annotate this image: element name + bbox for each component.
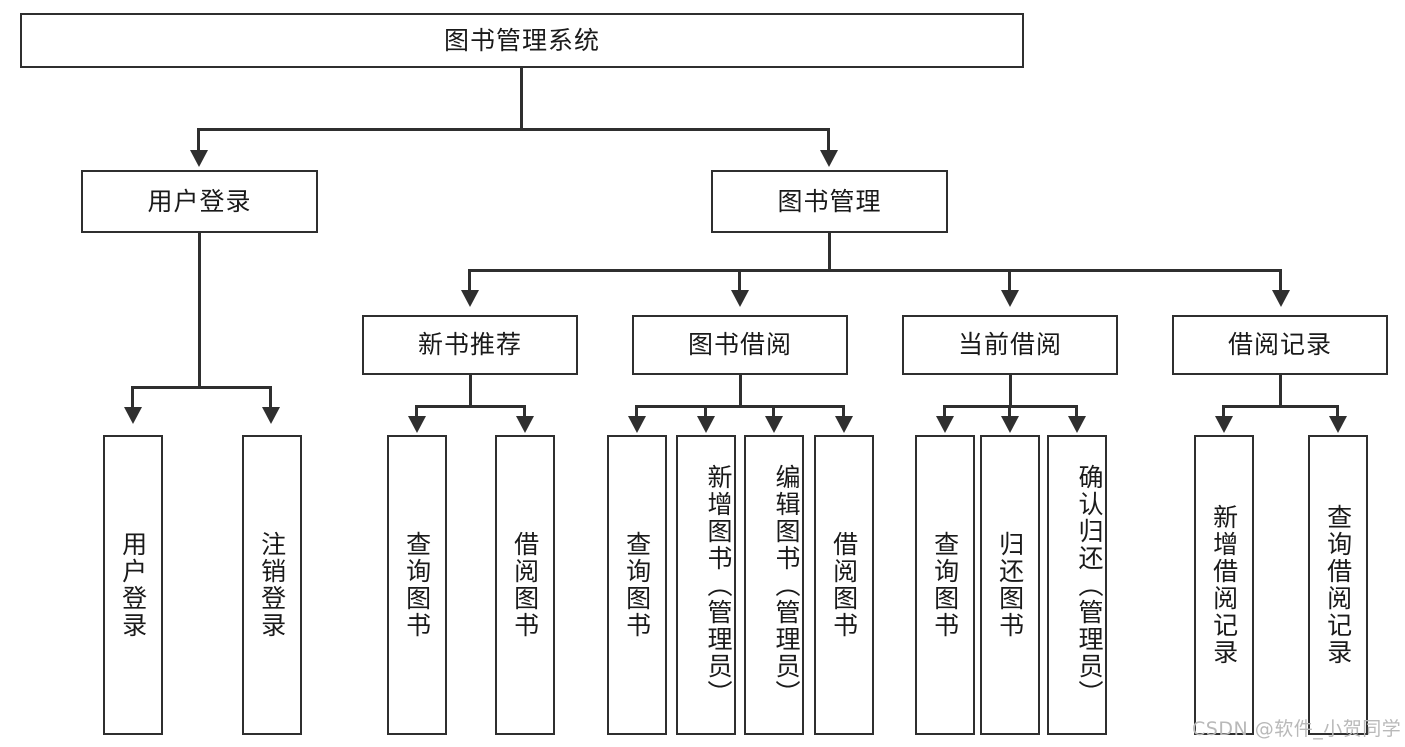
connector-book-manage-bus xyxy=(468,269,1282,272)
leaf-nbr-query-book[interactable]: 查询图书 xyxy=(387,435,447,735)
connector-nbr-drop-2 xyxy=(523,405,526,419)
leaf-br-add-record[interactable]: 新增借阅记录 xyxy=(1194,435,1254,735)
connector-cb-drop-3 xyxy=(1075,405,1078,419)
arrowhead-br-add-record xyxy=(1215,416,1233,433)
connector-book-manage-stem xyxy=(828,233,831,271)
connector-root-to-user-login xyxy=(197,128,200,153)
arrowhead-leaf-logout xyxy=(262,407,280,424)
connector-user-login-drop-2 xyxy=(269,386,272,409)
connector-root-bus xyxy=(197,128,830,131)
leaf-cb-return-book[interactable]: 归还图书 xyxy=(980,435,1040,735)
leaf-bb-query-book[interactable]: 查询图书 xyxy=(607,435,667,735)
node-label: 当前借阅 xyxy=(957,330,1062,359)
leaf-label: 查询图书 xyxy=(622,531,652,639)
arrowhead-bb-add-book xyxy=(697,416,715,433)
watermark-text: CSDN @软件_小贺同学 xyxy=(1192,718,1402,740)
connector-bb-bus xyxy=(635,405,845,408)
node-new-book-recommend[interactable]: 新书推荐 xyxy=(362,315,578,375)
leaf-label: 查询图书 xyxy=(402,531,432,639)
node-current-borrow[interactable]: 当前借阅 xyxy=(902,315,1118,375)
arrowhead-cb-query-book xyxy=(936,416,954,433)
node-label: 图书管理系统 xyxy=(443,25,600,55)
arrowhead-current-borrow xyxy=(1001,290,1019,307)
leaf-label: 借阅图书 xyxy=(510,531,540,639)
leaf-bb-edit-book[interactable]: 编辑图书（管理员） xyxy=(744,435,804,735)
connector-br-drop-1 xyxy=(1222,405,1225,419)
connector-nbr-stem xyxy=(469,375,472,407)
node-book-manage[interactable]: 图书管理 xyxy=(711,170,948,233)
connector-br-bus xyxy=(1222,405,1339,408)
arrowhead-bb-query-book xyxy=(628,416,646,433)
connector-cb-drop-2 xyxy=(1008,405,1011,419)
leaf-label: 确认归还（管理员） xyxy=(1075,463,1104,707)
leaf-label: 编辑图书（管理员） xyxy=(772,463,801,707)
leaf-bb-add-book[interactable]: 新增图书（管理员） xyxy=(676,435,736,735)
node-label: 图书借阅 xyxy=(687,330,792,359)
arrowhead-nbr-borrow-book xyxy=(516,416,534,433)
leaf-user-login[interactable]: 用户登录 xyxy=(103,435,163,735)
node-borrow-record[interactable]: 借阅记录 xyxy=(1172,315,1388,375)
leaf-label: 查询借阅记录 xyxy=(1323,504,1353,666)
arrowhead-nbr-query-book xyxy=(408,416,426,433)
connector-bm-drop-2 xyxy=(738,269,741,292)
connector-bb-drop-2 xyxy=(704,405,707,419)
arrowhead-book-manage xyxy=(820,150,838,167)
arrowhead-book-borrow xyxy=(731,290,749,307)
connector-bb-drop-4 xyxy=(842,405,845,419)
connector-bb-drop-3 xyxy=(772,405,775,419)
node-label: 借阅记录 xyxy=(1227,330,1332,359)
node-label: 用户登录 xyxy=(147,186,252,216)
connector-nbr-drop-1 xyxy=(415,405,418,419)
leaf-label: 归还图书 xyxy=(995,531,1025,639)
connector-user-login-stem xyxy=(198,233,201,388)
node-root-system[interactable]: 图书管理系统 xyxy=(20,13,1024,68)
connector-bb-stem xyxy=(739,375,742,407)
leaf-label: 注销登录 xyxy=(257,531,287,639)
connector-bm-drop-1 xyxy=(468,269,471,292)
watermark-csdn: CSDN @软件_小贺同学 xyxy=(1192,714,1401,741)
leaf-label: 查询图书 xyxy=(930,531,960,639)
arrowhead-cb-confirm-return xyxy=(1068,416,1086,433)
leaf-label: 新增图书（管理员） xyxy=(704,463,733,707)
leaf-logout[interactable]: 注销登录 xyxy=(242,435,302,735)
leaf-br-query-record[interactable]: 查询借阅记录 xyxy=(1308,435,1368,735)
arrowhead-br-query-record xyxy=(1329,416,1347,433)
arrowhead-borrow-record xyxy=(1272,290,1290,307)
arrowhead-user-login xyxy=(190,150,208,167)
connector-cb-stem xyxy=(1009,375,1012,407)
leaf-label: 借阅图书 xyxy=(829,531,859,639)
leaf-nbr-borrow-book[interactable]: 借阅图书 xyxy=(495,435,555,735)
connector-bm-drop-3 xyxy=(1008,269,1011,292)
connector-br-stem xyxy=(1279,375,1282,407)
node-label: 图书管理 xyxy=(777,186,882,216)
connector-bb-drop-1 xyxy=(635,405,638,419)
leaf-bb-borrow-book[interactable]: 借阅图书 xyxy=(814,435,874,735)
connector-root-stem xyxy=(520,68,523,128)
connector-nbr-bus xyxy=(415,405,526,408)
connector-user-login-drop-1 xyxy=(131,386,134,409)
node-user-login[interactable]: 用户登录 xyxy=(81,170,318,233)
arrowhead-cb-return-book xyxy=(1001,416,1019,433)
node-book-borrow[interactable]: 图书借阅 xyxy=(632,315,848,375)
connector-root-to-book-manage xyxy=(827,128,830,153)
connector-user-login-bus xyxy=(131,386,271,389)
arrowhead-new-book-recommend xyxy=(461,290,479,307)
leaf-label: 新增借阅记录 xyxy=(1209,504,1239,666)
leaf-label: 用户登录 xyxy=(118,531,148,639)
connector-bm-drop-4 xyxy=(1279,269,1282,292)
leaf-cb-confirm-return[interactable]: 确认归还（管理员） xyxy=(1047,435,1107,735)
connector-cb-drop-1 xyxy=(943,405,946,419)
arrowhead-leaf-user-login xyxy=(124,407,142,424)
arrowhead-bb-edit-book xyxy=(765,416,783,433)
arrowhead-bb-borrow-book xyxy=(835,416,853,433)
connector-br-drop-2 xyxy=(1336,405,1339,419)
leaf-cb-query-book[interactable]: 查询图书 xyxy=(915,435,975,735)
node-label: 新书推荐 xyxy=(417,330,522,359)
